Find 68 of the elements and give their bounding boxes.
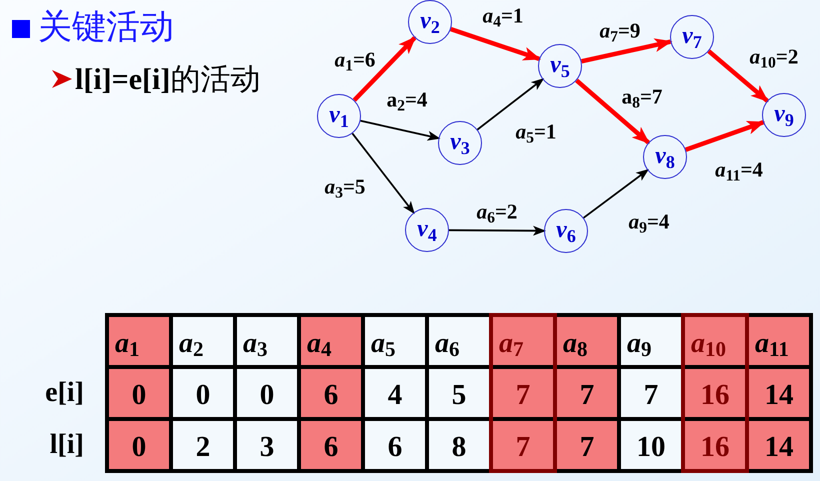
edge-label: a$_{8}$=7 <box>622 86 662 108</box>
table-cell: 16 <box>685 421 745 469</box>
vertex-label: v$_{3}$ <box>450 130 470 154</box>
subtitle: l[i]=e[i]的活动 <box>75 62 260 98</box>
header-cell: a$_{1}$ <box>109 317 169 365</box>
header-cell: a$_{7}$ <box>493 317 553 365</box>
table-cell: 0 <box>109 369 169 417</box>
arrow <box>352 36 416 102</box>
table-cell: 7 <box>557 421 617 469</box>
vertex-label: v$_{1}$ <box>329 103 349 127</box>
table-cell: 6 <box>365 421 425 469</box>
vertex-label: v$_{5}$ <box>550 53 570 77</box>
table-cell: 4 <box>365 369 425 417</box>
arrow <box>360 120 440 141</box>
table-cell: 3 <box>237 421 297 469</box>
vertex-label: v$_{8}$ <box>655 144 675 168</box>
header-cell: a$_{6}$ <box>429 317 489 365</box>
edge-label: a$_{10}$=2 <box>750 46 798 68</box>
row-label: e[i] <box>44 376 84 410</box>
vertex-label: v$_{9}$ <box>774 102 794 126</box>
table-cell: 0 <box>173 369 233 417</box>
edge-label: a$_{3}$=5 <box>324 176 366 198</box>
header-cell: a$_{9}$ <box>621 317 681 365</box>
edge-label: a$_{4}$=1 <box>482 6 524 26</box>
table-cell: 7 <box>557 369 617 417</box>
table-cell: 2 <box>173 421 233 469</box>
header-cell: a$_{11}$ <box>749 317 809 365</box>
arrow <box>583 169 649 219</box>
table-cell: 7 <box>493 421 553 469</box>
arrow <box>684 120 766 152</box>
table-cell: 0 <box>109 421 169 469</box>
edge-label: a$_{1}$=6 <box>334 50 376 70</box>
table-cell: 6 <box>301 421 361 469</box>
edge-label: a$_{9}$=4 <box>628 212 670 232</box>
arrow <box>707 49 769 103</box>
arrow <box>352 132 415 214</box>
title: 关键活动 <box>38 8 174 48</box>
table-cell: 0 <box>237 369 297 417</box>
header-cell: a$_{8}$ <box>557 317 617 365</box>
vertex-label: v$_{4}$ <box>417 217 437 241</box>
table-cell: 6 <box>301 369 361 417</box>
arrow <box>575 78 650 144</box>
table-cell: 7 <box>621 369 681 417</box>
header-cell: a$_{3}$ <box>237 317 297 365</box>
header-cell: a$_{10}$ <box>685 317 745 365</box>
vertex-label: v$_{2}$ <box>420 9 440 33</box>
table-cell: 7 <box>493 369 553 417</box>
row-label: l[i] <box>48 428 84 462</box>
header-cell: a$_{4}$ <box>301 317 361 365</box>
arrow <box>581 38 672 64</box>
vertex-label: v$_{6}$ <box>556 218 576 242</box>
vertex-label: v$_{7}$ <box>682 24 702 48</box>
table-cell: 14 <box>749 369 809 417</box>
arrow <box>449 226 546 236</box>
edge-label: a$_{7}$=9 <box>600 20 640 42</box>
table-cell: 5 <box>429 369 489 417</box>
table-cell: 8 <box>429 421 489 469</box>
table-cell: 16 <box>685 369 745 417</box>
header-cell: a$_{5}$ <box>365 317 425 365</box>
edge-label: a$_{5}$=1 <box>516 122 556 142</box>
table-cell: 10 <box>621 421 681 469</box>
header-cell: a$_{2}$ <box>173 317 233 365</box>
edge-label: a$_{6}$=2 <box>476 202 518 222</box>
table-cell: 14 <box>749 421 809 469</box>
arrow <box>450 26 542 62</box>
edge-label: a$_{11}$=4 <box>715 160 763 180</box>
edge-label: a$_{2}$=4 <box>386 90 428 110</box>
arrow <box>476 78 544 130</box>
